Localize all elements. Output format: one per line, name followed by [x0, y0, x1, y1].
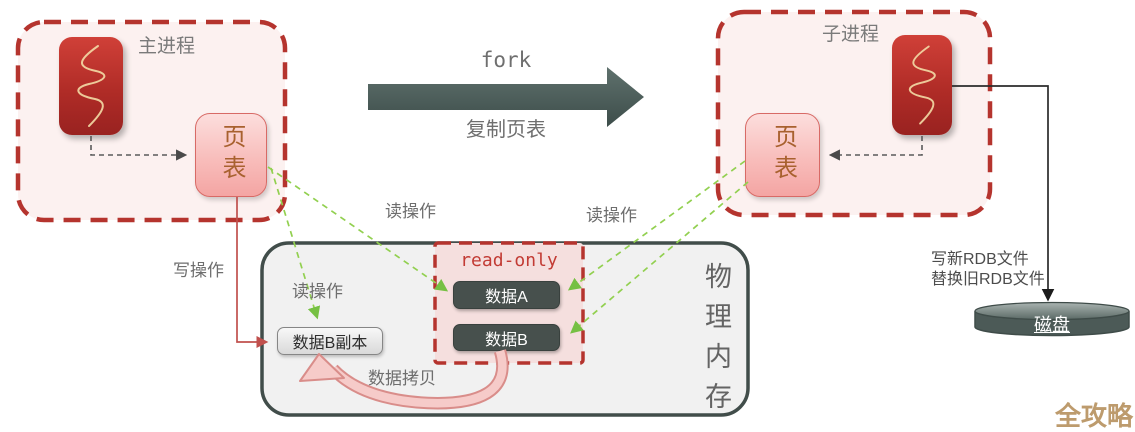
read-only-label: read-only [460, 250, 558, 271]
read-arrow-main-to-data-a [267, 166, 449, 292]
read-op-label-left: 读操作 [385, 202, 436, 221]
read-op-label-inner: 读操作 [292, 282, 343, 301]
redis-icon-child [892, 35, 952, 135]
page-table-main-label: 页表 [218, 124, 245, 186]
copy-page-table-label: 复制页表 [466, 119, 546, 141]
main-process-label: 主进程 [138, 36, 196, 57]
disk-label: 磁盘 [1034, 315, 1070, 335]
page-table-main: 页表 [195, 113, 267, 197]
squiggle-icon [77, 45, 106, 127]
rdb-replace-label: 替换旧RDB文件 [931, 271, 1045, 288]
redis-icon-main [59, 37, 123, 135]
write-op-label: 写操作 [173, 261, 224, 280]
physical-memory-label: 物理内存 [701, 262, 731, 422]
read-arrow-main-to-data-b-copy [270, 167, 321, 320]
data-a-box: 数据A [453, 281, 560, 309]
child-to-disk-arrow [952, 85, 1055, 302]
fork-arrow [368, 67, 644, 127]
page-table-child-label: 页表 [769, 124, 797, 186]
disk-icon [974, 301, 1130, 337]
read-arrow-child-to-data-b [570, 181, 749, 334]
data-copy-arrow [299, 349, 509, 410]
squiggle-icon [909, 45, 936, 125]
child-process-label: 子进程 [822, 24, 880, 45]
fork-label: fork [480, 48, 532, 72]
rdb-write-label: 写新RDB文件 [931, 251, 1029, 268]
child-icon-to-pagetable-arrow [828, 136, 923, 161]
data-copy-label: 数据拷贝 [368, 369, 436, 388]
data-b-copy-box: 数据B副本 [277, 327, 383, 355]
watermark-text: 全攻略 [1055, 401, 1134, 431]
read-op-label-right: 读操作 [586, 206, 637, 225]
main-icon-to-pagetable-arrow [90, 136, 188, 161]
write-op-arrow [236, 197, 269, 348]
read-arrow-child-to-data-a [567, 160, 746, 291]
data-b-box: 数据B [453, 324, 560, 351]
page-table-child: 页表 [745, 113, 820, 197]
